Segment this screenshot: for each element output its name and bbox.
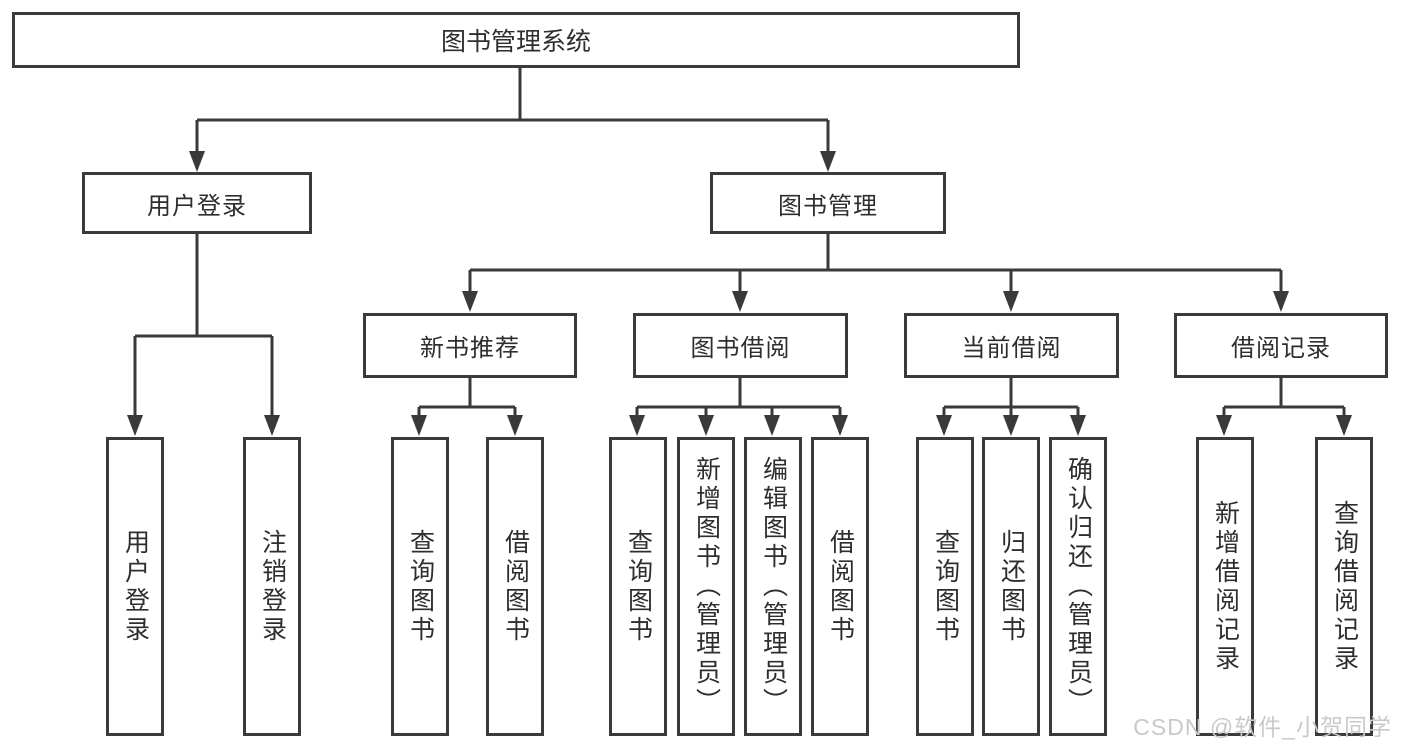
leaf-user-login: 用户登录 [106, 437, 164, 736]
leaf-logout: 注销登录 [243, 437, 301, 736]
node-current-borrow: 当前借阅 [904, 313, 1119, 378]
leaf-borrow-query-book: 查询图书 [609, 437, 667, 736]
node-book-borrow: 图书借阅 [633, 313, 848, 378]
node-root-label: 图书管理系统 [440, 28, 591, 56]
leaf-add-borrow-record-label: 新增借阅记录 [1211, 499, 1240, 674]
leaf-borrow-book-label: 借阅图书 [826, 528, 855, 645]
node-book-borrow-label: 图书借阅 [690, 335, 791, 362]
node-book-management-label: 图书管理 [778, 192, 878, 220]
leaf-recommend-query-book: 查询图书 [391, 437, 449, 736]
node-current-borrow-label: 当前借阅 [961, 335, 1062, 362]
node-new-book-recommend: 新书推荐 [363, 313, 577, 378]
leaf-confirm-return-admin-label: 确认归还（管理员） [1064, 456, 1093, 717]
node-book-management: 图书管理 [710, 172, 946, 234]
node-new-book-recommend-label: 新书推荐 [420, 335, 520, 362]
node-borrow-records-label: 借阅记录 [1231, 335, 1331, 362]
leaf-logout-label: 注销登录 [258, 528, 287, 645]
leaf-add-borrow-record: 新增借阅记录 [1196, 437, 1254, 736]
leaf-return-book: 归还图书 [982, 437, 1040, 736]
leaf-current-query-book-label: 查询图书 [931, 528, 960, 645]
node-borrow-records: 借阅记录 [1174, 313, 1388, 378]
csdn-watermark: CSDN @软件_小贺同学 [1133, 714, 1392, 740]
leaf-edit-book-admin-label: 编辑图书（管理员） [759, 456, 788, 717]
node-user-login: 用户登录 [82, 172, 312, 234]
leaf-edit-book-admin: 编辑图书（管理员） [744, 437, 802, 736]
leaf-borrow-query-book-label: 查询图书 [624, 528, 653, 645]
leaf-recommend-borrow-book: 借阅图书 [486, 437, 544, 736]
leaf-current-query-book: 查询图书 [916, 437, 974, 736]
leaf-recommend-query-book-label: 查询图书 [406, 528, 435, 645]
node-user-login-label: 用户登录 [147, 192, 247, 220]
leaf-query-borrow-record: 查询借阅记录 [1315, 437, 1373, 736]
leaf-borrow-book: 借阅图书 [811, 437, 869, 736]
leaf-return-book-label: 归还图书 [997, 528, 1026, 645]
node-root-system: 图书管理系统 [12, 12, 1020, 68]
leaf-add-book-admin: 新增图书（管理员） [677, 437, 735, 736]
leaf-user-login-label: 用户登录 [121, 528, 150, 645]
leaf-confirm-return-admin: 确认归还（管理员） [1049, 437, 1107, 736]
leaf-query-borrow-record-label: 查询借阅记录 [1330, 499, 1359, 674]
leaf-recommend-borrow-book-label: 借阅图书 [501, 528, 530, 645]
leaf-add-book-admin-label: 新增图书（管理员） [692, 456, 721, 717]
